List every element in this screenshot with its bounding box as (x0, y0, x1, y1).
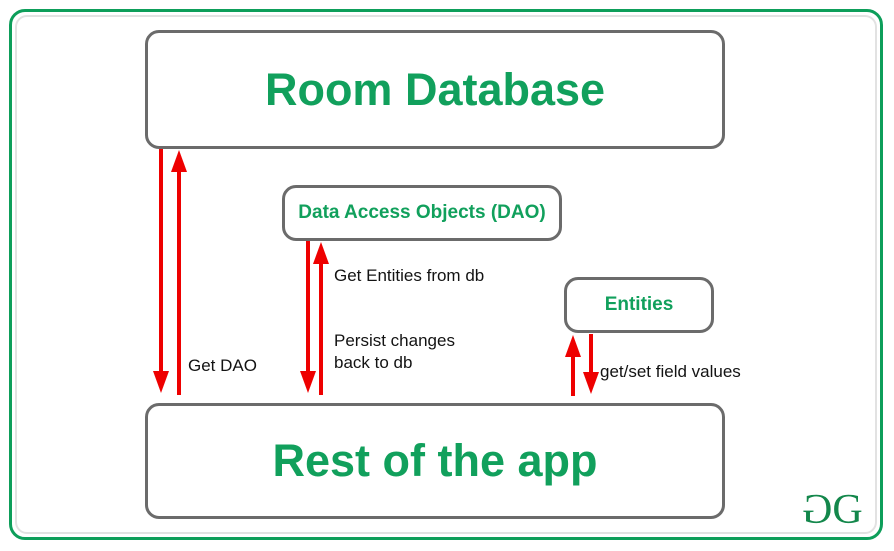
node-rest-of-the-app-label: Rest of the app (272, 435, 598, 487)
edge-label-get-set-field-values: get/set field values (600, 362, 741, 381)
node-data-access-objects: Data Access Objects (DAO) (282, 185, 562, 241)
arrow-app-to-entities-down-icon (583, 334, 599, 394)
node-entities: Entities (564, 277, 714, 333)
node-data-access-objects-label: Data Access Objects (DAO) (298, 201, 546, 223)
geeksforgeeks-logo-mirrored-g: G (803, 487, 833, 533)
arrow-app-to-dao-up-icon (313, 242, 329, 395)
geeksforgeeks-logo: GG (803, 487, 863, 533)
node-rest-of-the-app: Rest of the app (145, 403, 725, 519)
outer-frame-border (9, 9, 883, 540)
edge-label-get-entities-from-db: Get Entities from db (334, 266, 485, 285)
node-room-database-label: Room Database (264, 63, 606, 115)
node-entities-label: Entities (604, 293, 674, 315)
geeksforgeeks-logo-g: G (832, 487, 862, 533)
node-room-database: Room Database (145, 30, 725, 149)
inner-frame-border (15, 15, 877, 534)
arrow-dao-to-app-down-icon (300, 241, 316, 393)
edge-label-get-dao: Get DAO (188, 356, 257, 375)
edge-label-persist-changes-back-to-db: Persist changes back to db (334, 331, 455, 372)
arrow-entities-to-app-up-icon (565, 335, 581, 396)
arrow-app-to-room-database-up-icon (171, 150, 187, 395)
arrow-room-database-to-app-down-icon (153, 149, 169, 393)
